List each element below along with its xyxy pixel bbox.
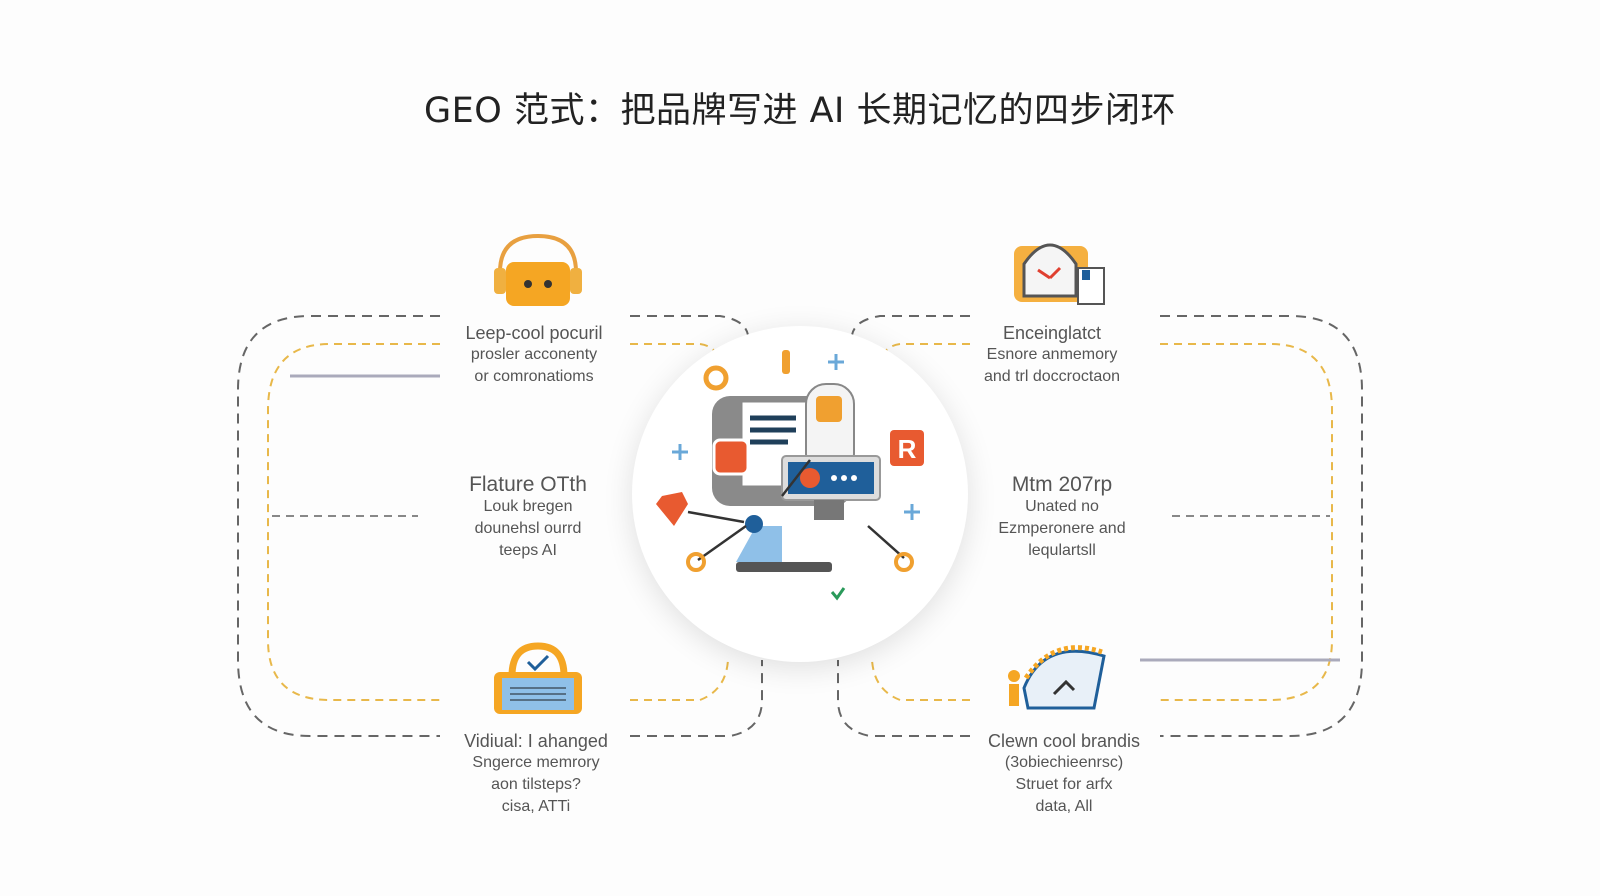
step-line: Esnore anmemory (986, 346, 1118, 363)
person-book-icon (1008, 645, 1106, 710)
step-line: Sngerce memrory (472, 754, 600, 771)
clock-document-icon (1014, 243, 1105, 305)
ai-brain-computer-icon: R (656, 350, 924, 601)
lock-card-icon (494, 642, 582, 714)
step-line: teeps AI (499, 542, 557, 559)
step-line: Ezmperonere and (998, 520, 1126, 537)
page-title: GEO 范式：把品牌写进 AI 长期记忆的四步闭环 (424, 91, 1176, 131)
step-heading: Leep-cool pocuril (465, 323, 603, 343)
step-bottom-right: Clewn cool brandis (3obiechieenrsc) Stru… (954, 730, 1174, 818)
step-line: (3obiechieenrsc) (1004, 754, 1124, 771)
step-heading: Vidiual: I ahanged (464, 731, 608, 751)
step-heading: Flature OTth (469, 473, 587, 496)
step-line: aon tilsteps? (491, 776, 581, 793)
center-hub: R (632, 326, 968, 662)
step-bottom-left: Vidiual: I ahanged Sngerce memrory aon t… (426, 730, 646, 818)
step-mid-left: Flature OTth Louk bregen dounehsl ourrd … (418, 474, 638, 562)
step-line: cisa, ATTi (501, 798, 571, 815)
step-line: dounehsl ourrd (474, 520, 582, 537)
center-badge-letter: R (898, 434, 917, 464)
step-line: prosler acconenty (470, 346, 598, 363)
step-heading: Enceinglatct (1002, 323, 1102, 343)
headphones-box-icon (494, 233, 582, 306)
step-line: lequlartsll (1028, 542, 1096, 559)
step-top-right: Enceinglatct Esnore anmemory and trl doc… (942, 322, 1162, 388)
step-heading: Mtm 207rp (1011, 473, 1113, 496)
step-mid-right: Mtm 207rp Unated no Ezmperonere and lequ… (952, 474, 1172, 562)
inner-loop-right (1160, 343, 1333, 701)
outer-loop-right (1160, 315, 1363, 737)
step-line: data, All (1035, 798, 1093, 815)
step-line: or comronatioms (474, 368, 594, 385)
step-heading: Clewn cool brandis (987, 731, 1141, 751)
step-line: Struet for arfx (1015, 776, 1113, 793)
step-line: and trl doccroctaon (983, 368, 1121, 385)
outer-loop-left (237, 315, 440, 737)
step-line: Unated no (1025, 498, 1099, 515)
inner-loop-left (267, 343, 440, 701)
step-top-left: Leep-cool pocuril prosler acconenty or c… (424, 322, 644, 388)
step-line: Louk bregen (483, 498, 573, 515)
